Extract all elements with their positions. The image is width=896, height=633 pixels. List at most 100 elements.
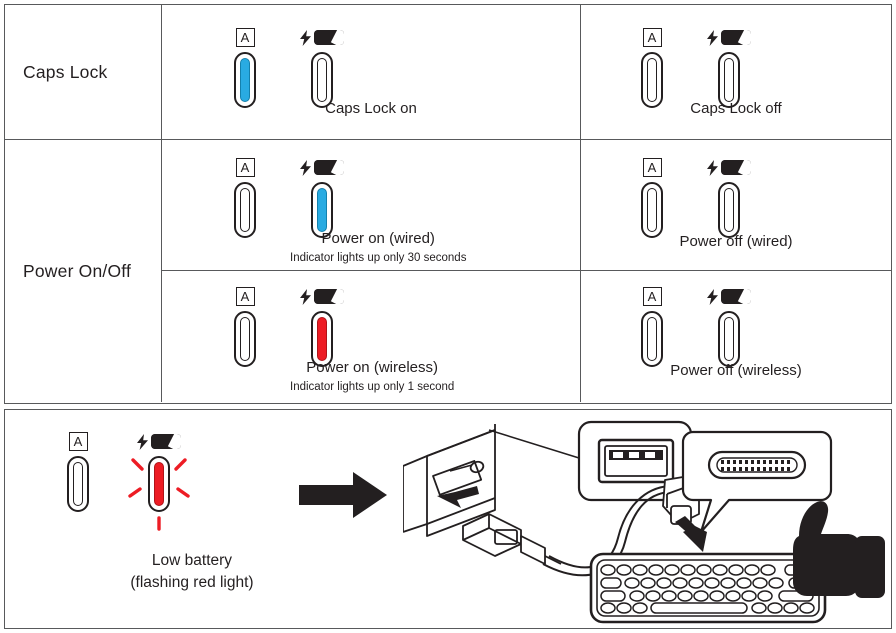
cell-power-on-wired: A — [162, 140, 581, 270]
caps-lock-indicator: A — [641, 28, 663, 108]
caps-lock-led-off — [234, 311, 256, 367]
usb-a-plug — [462, 513, 562, 565]
cell-caption: Power on (wired) Indicator lights up onl… — [290, 230, 466, 265]
row-label-text: Caps Lock — [23, 61, 108, 82]
low-battery-panel: A — [4, 409, 892, 629]
battery-led-off — [718, 182, 740, 238]
led-group: A — [641, 28, 751, 108]
battery-led-off — [311, 52, 333, 108]
lightning-bolt-icon — [707, 29, 718, 46]
insert-arrow-icon — [437, 486, 479, 508]
caps-lock-a-letter: A — [73, 434, 83, 449]
cell-caption: Power off (wireless) — [581, 362, 891, 381]
cell-power-on-wireless: A — [162, 271, 581, 402]
led-group: A — [234, 158, 344, 238]
caps-lock-a-icon: A — [235, 158, 255, 177]
status-table: Caps Lock A — [4, 4, 892, 404]
cell-power-off-wired: A — [581, 140, 891, 270]
table-row: Caps Lock A — [5, 5, 891, 140]
caps-lock-indicator: A — [234, 287, 256, 367]
lightning-bolt-icon — [137, 433, 148, 450]
led-group: A — [234, 287, 344, 367]
low-battery-caption: Low battery (flashing red light) — [67, 550, 317, 595]
usb-c-callout — [681, 430, 833, 534]
battery-led-low — [148, 456, 170, 512]
caps-lock-led-off — [641, 182, 663, 238]
cell-caps-lock-off: A Caps Loc — [581, 5, 891, 139]
caption-subtext: Indicator lights up only 30 seconds — [290, 251, 467, 264]
row-label-caps-lock: Caps Lock — [5, 5, 162, 139]
cell-caps-lock-on: A Caps Loc — [162, 5, 581, 139]
caps-lock-a-letter: A — [647, 30, 657, 45]
thumbs-up-icon — [793, 501, 885, 598]
led-group: A — [641, 158, 751, 238]
led-group: A — [67, 432, 190, 531]
battery-led-off — [718, 311, 740, 367]
battery-body-icon — [151, 434, 181, 449]
caps-lock-a-icon: A — [642, 28, 662, 47]
flash-rays-icon — [128, 458, 190, 531]
caps-lock-led-off — [67, 456, 89, 512]
battery-charge-icon — [137, 432, 181, 451]
caps-lock-led-off — [234, 182, 256, 238]
lightning-bolt-icon — [300, 288, 311, 305]
cell-caption: Caps Lock off — [581, 100, 891, 119]
low-battery-caption-line1: Low battery — [151, 552, 233, 569]
caps-lock-a-letter: A — [240, 30, 250, 45]
caps-lock-indicator: A — [641, 158, 663, 238]
battery-charge-icon — [300, 28, 344, 47]
low-battery-caption-line2: (flashing red light) — [130, 574, 254, 592]
usb-cable — [542, 485, 670, 577]
battery-indicator — [707, 158, 751, 238]
caption-text: Power on (wireless) — [306, 359, 438, 376]
caps-lock-a-icon: A — [235, 287, 255, 306]
battery-body-icon — [721, 160, 751, 175]
lightning-bolt-icon — [707, 288, 718, 305]
usb-connection-illustration — [403, 420, 885, 624]
battery-charge-icon — [707, 158, 751, 177]
caps-lock-indicator: A — [67, 432, 89, 512]
led-group: A — [641, 287, 751, 367]
battery-body-icon — [314, 160, 344, 175]
usb-a-callout — [577, 420, 693, 502]
caps-lock-led-on — [234, 52, 256, 108]
caps-lock-a-icon: A — [235, 28, 255, 47]
caps-lock-led-off — [641, 311, 663, 367]
battery-body-icon — [721, 289, 751, 304]
battery-body-icon — [314, 30, 344, 45]
caps-lock-a-icon: A — [642, 158, 662, 177]
battery-body-icon — [314, 289, 344, 304]
battery-indicator — [300, 158, 344, 238]
battery-indicator — [300, 28, 344, 108]
caption-text: Power off (wireless) — [670, 362, 802, 379]
caps-lock-a-letter: A — [647, 289, 657, 304]
cell-power-off-wireless: A — [581, 271, 891, 402]
battery-charge-icon — [300, 158, 344, 177]
laptop-body — [403, 424, 496, 537]
keyboard-icon — [589, 552, 827, 624]
caps-lock-a-icon: A — [68, 432, 88, 451]
caps-lock-a-icon: A — [642, 287, 662, 306]
right-arrow-icon — [299, 472, 387, 518]
caption-subtext: Indicator lights up only 1 second — [290, 380, 455, 393]
battery-indicator — [300, 287, 344, 367]
caption-text: Power on (wired) — [321, 230, 435, 247]
battery-led-off — [718, 52, 740, 108]
caption-text: Power off (wired) — [679, 233, 793, 250]
row-label-text: Power On/Off — [23, 260, 132, 281]
row-label-power-on-off: Power On/Off — [5, 140, 162, 402]
caps-lock-indicator: A — [641, 287, 663, 367]
lightning-bolt-icon — [707, 159, 718, 176]
battery-led-on — [311, 182, 333, 238]
lightning-bolt-icon — [300, 159, 311, 176]
caps-lock-indicator: A — [234, 28, 256, 108]
battery-charge-icon — [300, 287, 344, 306]
subrow-wired: A — [162, 140, 891, 271]
battery-led-on — [311, 311, 333, 367]
cell-caption: Power on (wireless) Indicator lights up … — [290, 359, 454, 394]
battery-body-icon — [721, 30, 751, 45]
subrow-wireless: A — [162, 271, 891, 402]
flashing-led-wrap — [128, 456, 190, 531]
cell-caption: Power off (wired) — [581, 233, 891, 252]
caption-text: Caps Lock off — [690, 100, 782, 117]
